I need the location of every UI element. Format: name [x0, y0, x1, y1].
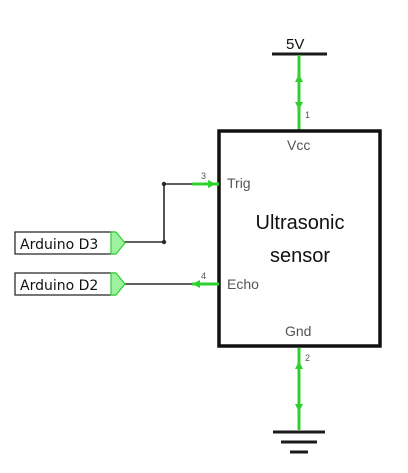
gnd-arrow-down-icon — [295, 404, 303, 412]
net-label-tip-icon — [110, 231, 126, 255]
net-label-text: Arduino D3 — [20, 237, 98, 253]
vcc-arrow-up-icon — [295, 74, 303, 82]
echo-pin-number: 4 — [201, 271, 206, 281]
gnd-arrow-up-icon — [295, 361, 303, 369]
net-label-tip-icon — [110, 272, 126, 296]
sensor-title-line1: Ultrasonic — [256, 212, 345, 234]
vcc-arrow-down-icon — [295, 102, 303, 110]
gnd-pin-number: 2 — [305, 353, 310, 363]
trig-pin-label: Trig — [227, 175, 251, 191]
sensor-title-line2: sensor — [270, 245, 330, 267]
junction-dot — [161, 239, 167, 245]
net-label-arduino-d2: Arduino D2 — [14, 272, 126, 296]
d3-to-trig-wire — [124, 184, 165, 243]
trig-pin-number: 3 — [201, 171, 206, 181]
vcc-pin-label: Vcc — [287, 137, 310, 153]
echo-arrow-icon — [192, 280, 200, 288]
gnd-pin: 2 — [295, 348, 310, 430]
echo-pin: 4 — [124, 271, 219, 288]
junction-dot — [161, 181, 167, 187]
net-label-text: Arduino D2 — [20, 278, 98, 294]
vcc-pin: 1 — [295, 55, 310, 130]
vcc-pin-number: 1 — [305, 110, 310, 120]
trig-pin: 3 — [164, 171, 219, 188]
trig-arrow-icon — [208, 180, 216, 188]
ground-icon — [273, 430, 325, 454]
gnd-pin-label: Gnd — [285, 323, 311, 339]
net-label-arduino-d3: Arduino D3 — [14, 231, 126, 255]
power-label: 5V — [286, 36, 304, 53]
echo-pin-label: Echo — [227, 276, 259, 292]
power-symbol-5v: 5V — [272, 36, 327, 56]
ultrasonic-sensor-body — [217, 129, 382, 348]
